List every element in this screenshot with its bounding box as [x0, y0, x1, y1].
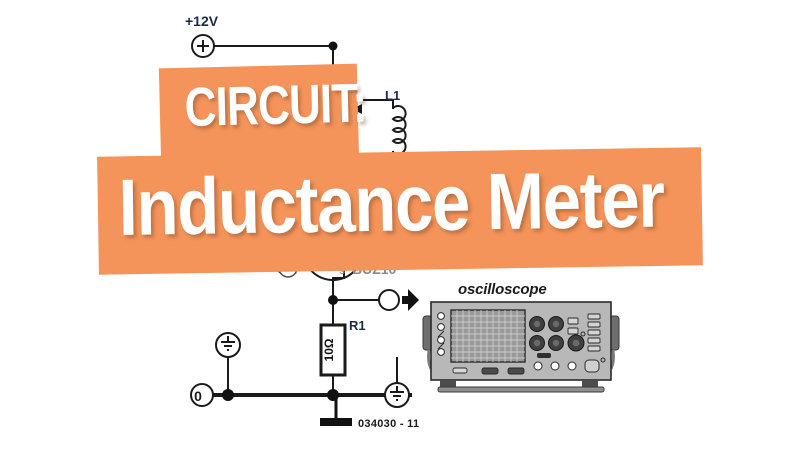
- earth-bar: [320, 418, 352, 426]
- resistor-value-label: 10Ω: [322, 338, 336, 361]
- resistor-designator-label: R1: [349, 318, 366, 333]
- junction-dot-supply: [328, 41, 338, 51]
- scope-foot-left: [440, 380, 456, 387]
- scope-graticule: [451, 310, 525, 362]
- oscilloscope-label: oscilloscope: [458, 281, 547, 298]
- junction-dot-output: [328, 295, 338, 305]
- scope-slider: [537, 353, 551, 358]
- scope-button-group-center: [567, 317, 579, 335]
- resistor-r1: [319, 323, 347, 377]
- mosfet-source-label: s: [339, 265, 345, 277]
- supply-voltage-label: +12V: [185, 13, 219, 29]
- scope-foot-right: [582, 380, 598, 387]
- ground-symbol-right: [384, 382, 410, 408]
- inductor-l1: [391, 105, 407, 155]
- output-arrow-icon: [402, 289, 419, 311]
- oscilloscope-illustration: oscilloscope: [420, 280, 625, 400]
- scope-base-bar: [437, 386, 605, 393]
- title-text: Inductance Meter: [117, 154, 665, 252]
- scope-bottom-buttons: [533, 357, 606, 373]
- wire-l1-top-lead: [362, 99, 394, 109]
- oscilloscope-graphic: [422, 301, 620, 393]
- scope-left-controls: [437, 312, 445, 356]
- scope-knob-cluster: [529, 316, 586, 352]
- scope-screen: [450, 309, 526, 363]
- supply-terminal: [191, 34, 215, 58]
- junction-dot-zero: [222, 389, 234, 401]
- ground-symbol-left: [215, 332, 241, 358]
- inductor-label: L1: [385, 88, 400, 103]
- zero-node-terminal: [190, 383, 214, 407]
- drawing-number-label: 034030 - 11: [358, 418, 420, 430]
- output-probe-terminal: [378, 289, 400, 311]
- zero-node-label: 0: [194, 388, 202, 404]
- scope-button-group-right: [587, 313, 601, 352]
- kicker-text: CIRCUIT:: [183, 71, 368, 138]
- scope-bottom-bar-controls: [452, 367, 525, 375]
- junction-dot-ground: [327, 389, 339, 401]
